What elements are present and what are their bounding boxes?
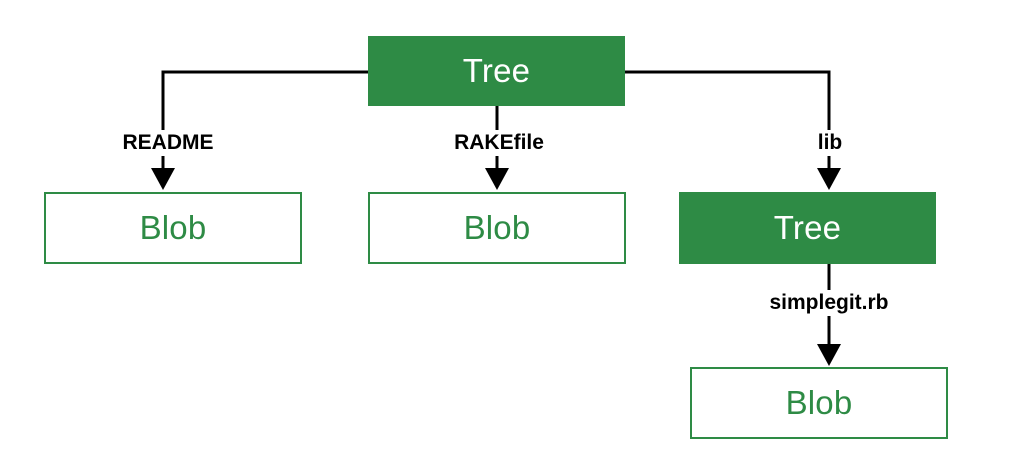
arrowhead-simplegit bbox=[817, 344, 841, 366]
rakefile-blob-label: Blob bbox=[463, 209, 531, 246]
edge-label-rakefile: RAKEfile bbox=[452, 130, 546, 156]
arrowhead-lib bbox=[817, 168, 841, 190]
readme-blob-node: Blob bbox=[44, 192, 302, 264]
simplegit-blob-node: Blob bbox=[690, 367, 948, 439]
edge-label-simplegit: simplegit.rb bbox=[767, 290, 891, 316]
root-tree-node: Tree bbox=[368, 36, 625, 106]
rakefile-blob-node: Blob bbox=[368, 192, 626, 264]
connector-root-to-readme bbox=[161, 70, 368, 172]
arrowhead-rakefile bbox=[485, 168, 509, 190]
readme-blob-label: Blob bbox=[139, 209, 207, 246]
lib-tree-label: Tree bbox=[773, 209, 842, 246]
edge-label-lib: lib bbox=[815, 130, 845, 156]
root-tree-label: Tree bbox=[462, 52, 531, 89]
lib-tree-node: Tree bbox=[679, 192, 936, 264]
arrowhead-readme bbox=[151, 168, 175, 190]
edge-label-readme: README bbox=[120, 130, 216, 156]
simplegit-blob-label: Blob bbox=[785, 384, 853, 421]
connector-root-to-lib bbox=[625, 70, 831, 172]
